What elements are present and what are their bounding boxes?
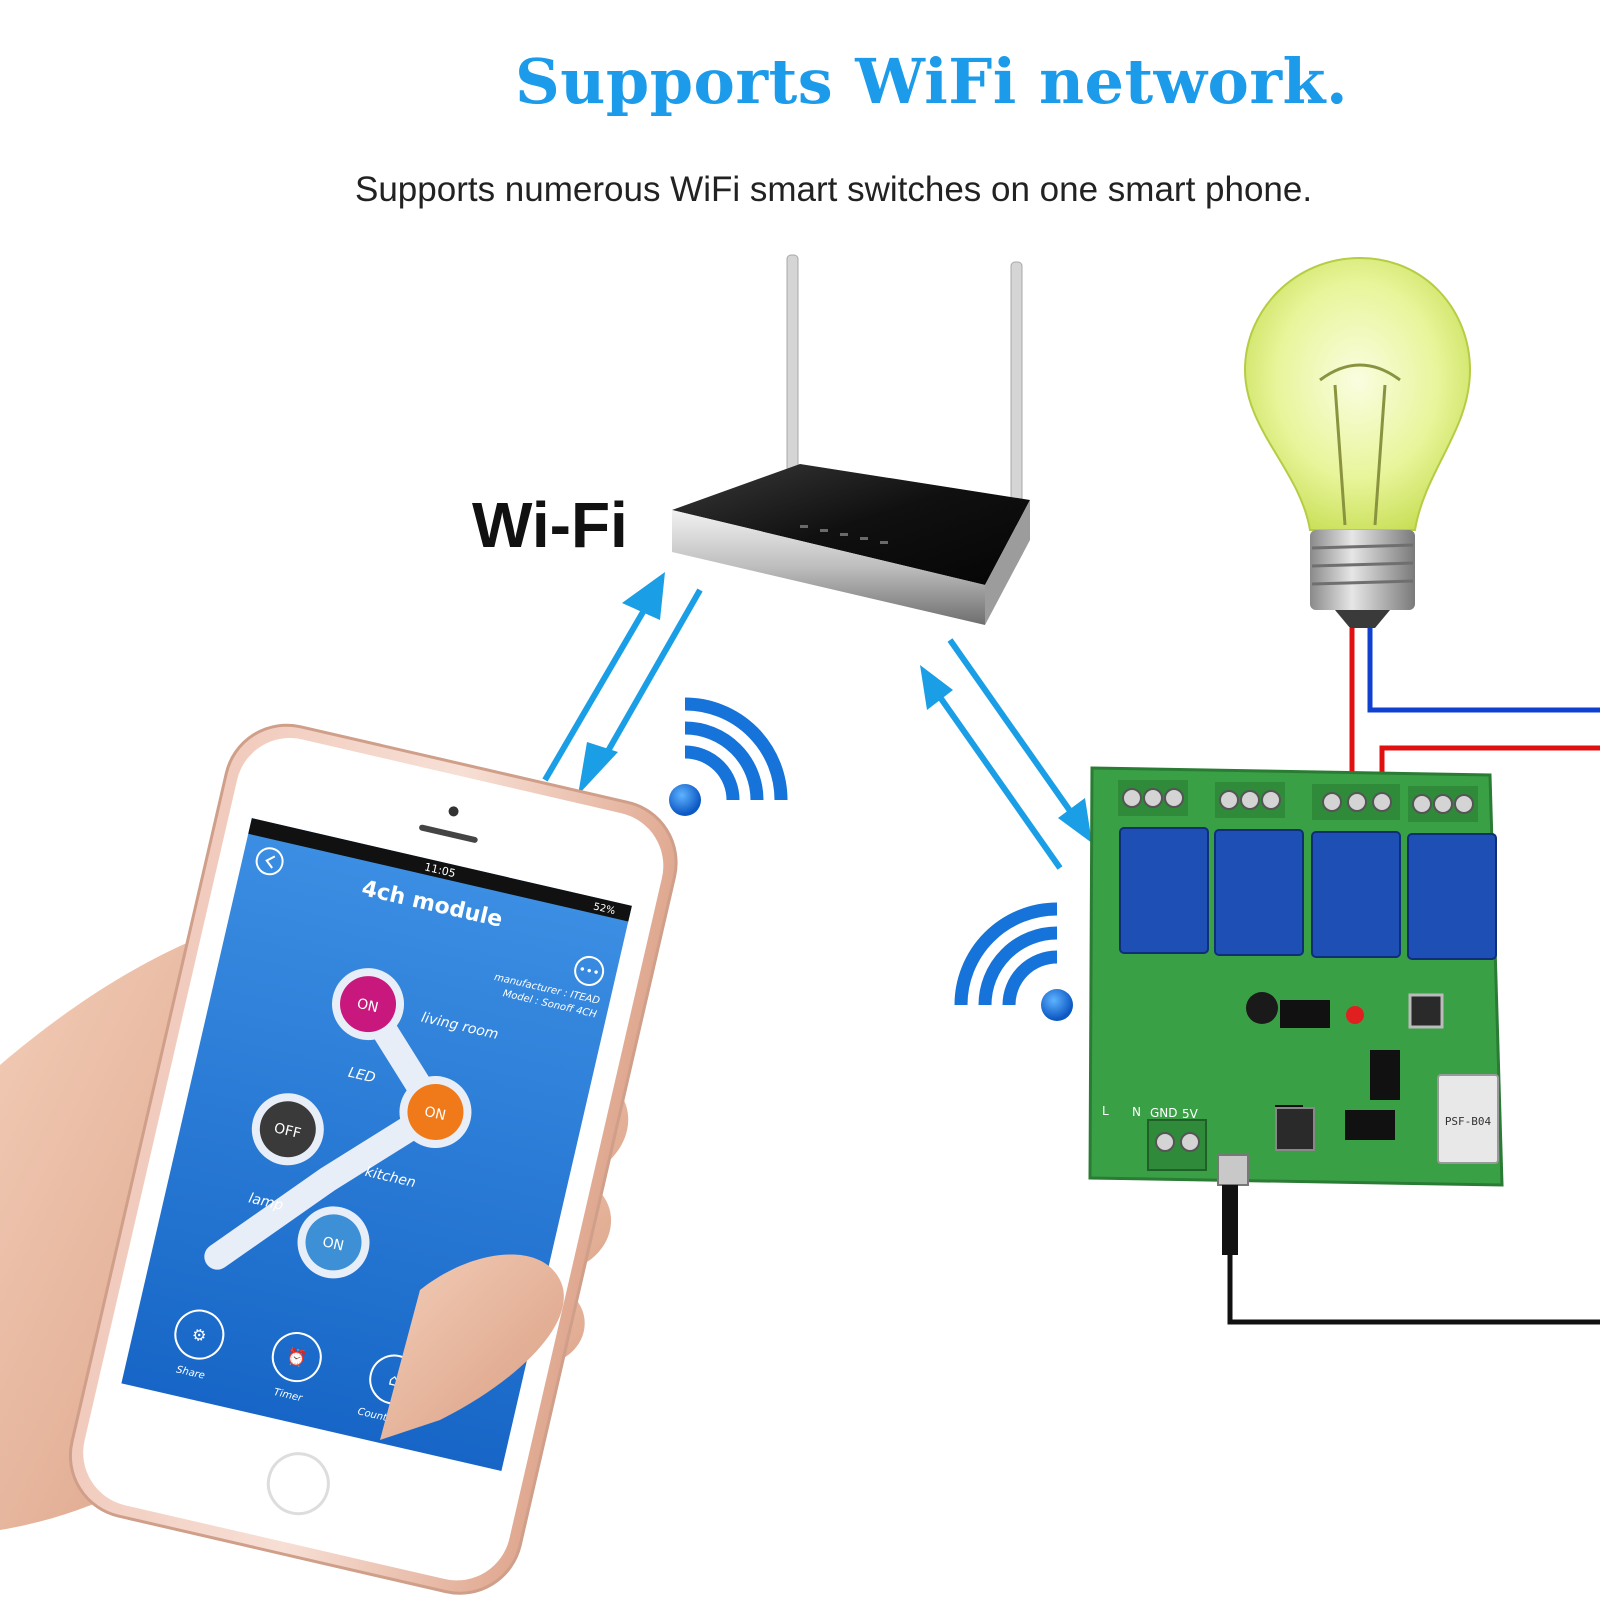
reset-button [1408,993,1444,1029]
arrow-down-head [578,742,618,795]
usb-port [1217,1154,1249,1186]
arrow-up-head [622,572,665,620]
light-bulb [1243,256,1472,628]
pair-button [1275,1107,1315,1151]
capacitor [1246,992,1278,1024]
svg-text:N: N [1132,1105,1141,1119]
power-cable [1227,1250,1600,1325]
relay-4 [1407,833,1497,960]
svg-text:•••: ••• [577,962,601,980]
wifi-module-label: PSF-B04 [1445,1115,1492,1128]
channel-list: ON living room ON LED OFF kitchen ON lam… [204,961,507,1286]
neutral-wire [1367,628,1600,713]
tab-timer[interactable]: ⏰ Timer [263,1328,325,1406]
channel-lamp[interactable]: ON lamp [235,1187,376,1286]
router-side [985,500,1030,625]
router [672,254,1030,625]
clock-icon: ⏰ [285,1346,309,1369]
gear-icon: ⚙ [190,1324,208,1346]
status-led [1346,1006,1364,1024]
usb-plug [1222,1185,1238,1255]
router-leds [800,525,888,544]
phone-camera [448,806,459,817]
thumb [380,1254,564,1440]
arrows-phone-router [542,572,703,795]
page-subtitle: Supports numerous WiFi smart switches on… [355,170,1313,209]
home-button [266,1452,330,1516]
relays [1119,827,1497,960]
wifi-signal-icon-board [954,902,1073,1021]
channel-state: ON [423,1104,448,1124]
router-front [672,510,985,625]
channel-state: OFF [272,1120,302,1142]
channel-living-room[interactable]: ON living room [325,961,507,1069]
svg-text:GND: GND [1150,1106,1178,1120]
relay-board: PSF-B04 L N GND 5V [1088,766,1504,1255]
arrow-down-right-head [1058,798,1092,843]
arrows-router-board [920,638,1092,870]
phone: 11:05 52% 4ch module ••• manufacturer : … [68,723,678,1595]
wifi-signal-icon [669,697,788,816]
page-title: Supports WiFi network. [515,45,1349,118]
terminal-labels: L N GND 5V [1102,1104,1199,1121]
channel-led[interactable]: ON LED [336,1056,479,1155]
wifi-module [1437,1074,1499,1164]
channel-name: LED [347,1065,378,1087]
relay-3 [1311,831,1401,958]
router-top [672,464,1030,585]
arrow-up-left-head [920,665,953,710]
svg-text:5V: 5V [1182,1107,1199,1121]
terminal-blocks [1118,780,1478,822]
more-icon [574,955,605,986]
channel-state: ON [355,996,380,1016]
relay-1 [1119,827,1209,954]
router-antenna-right [1010,261,1023,508]
phone-speaker [419,824,478,843]
svg-text:L: L [1102,1104,1109,1118]
status-battery: 52% [592,901,616,917]
wifi-label: Wi-Fi [472,489,628,561]
status-bar [248,818,632,922]
router-antenna-left [786,254,799,501]
channel-name: lamp [247,1190,285,1213]
channel-state: ON [321,1234,346,1254]
relay-2 [1214,829,1304,956]
back-icon [255,847,284,876]
